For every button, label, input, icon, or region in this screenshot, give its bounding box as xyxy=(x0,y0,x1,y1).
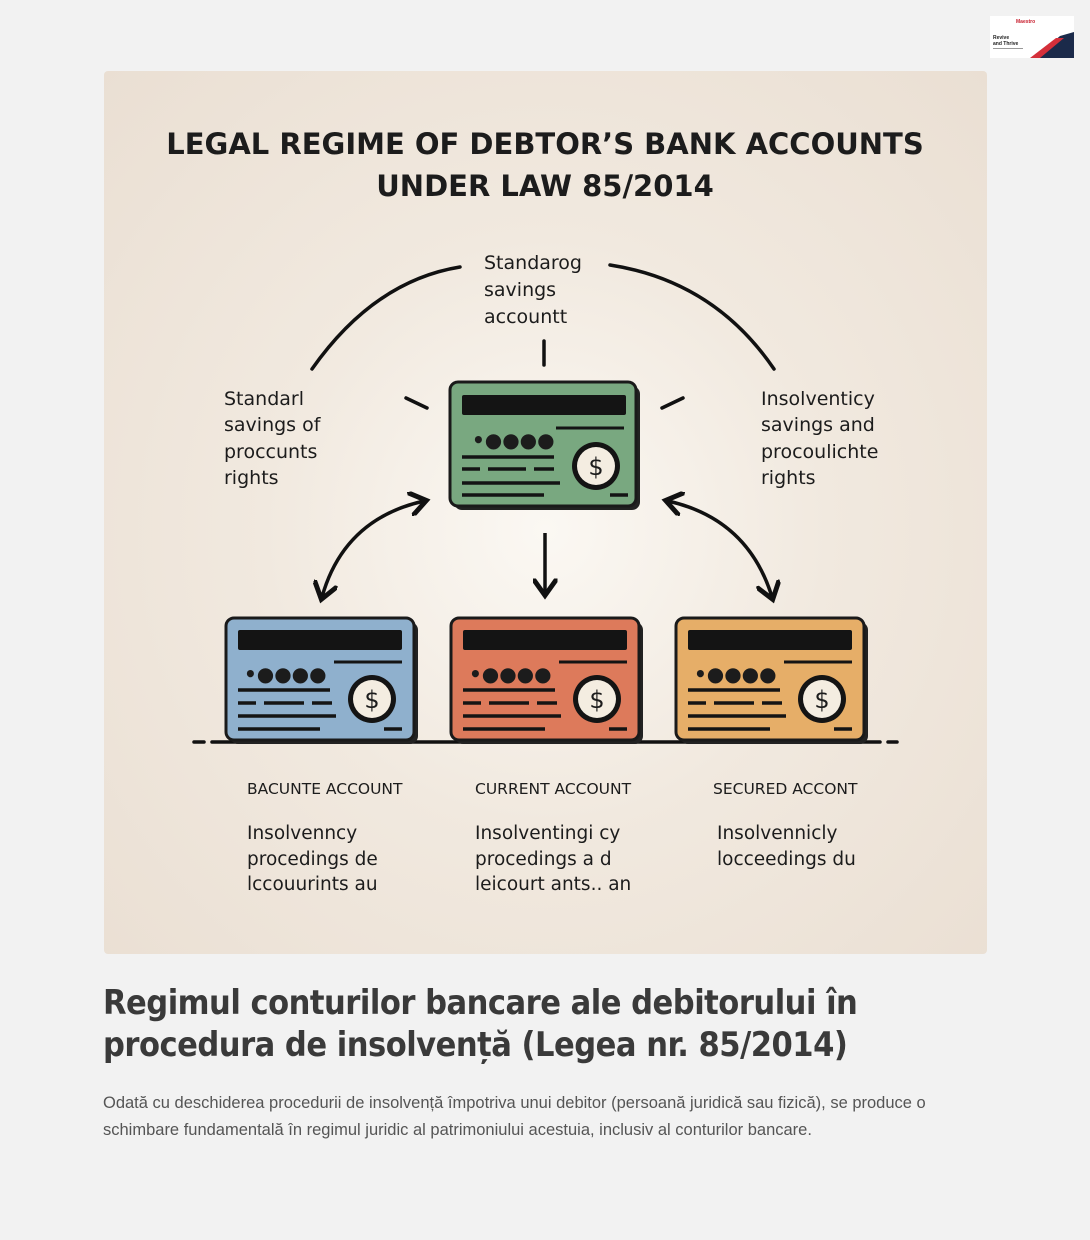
svg-text:$: $ xyxy=(589,686,604,714)
infographic-title-line1: LEGAL REGIME OF DEBTOR’S BANK ACCOUNTS xyxy=(166,127,923,161)
dollar-coin-icon: $ xyxy=(348,675,396,723)
account-card-3: •●●●● $ xyxy=(674,616,868,744)
arrow-left-double xyxy=(322,501,424,597)
card-number-dots: •●●●● xyxy=(469,662,552,686)
svg-text:$: $ xyxy=(364,686,379,714)
infographic-image: LEGAL REGIME OF DEBTOR’S BANK ACCOUNTS U… xyxy=(104,71,987,954)
site-logo[interactable]: Maestro Revive and Thrive xyxy=(990,16,1074,58)
right-label: Insolventicy savings and procoulichte ri… xyxy=(761,388,884,489)
card-number-dots: •●●●● xyxy=(694,662,777,686)
account-name-2: CURRENT ACCOUNT xyxy=(475,780,632,798)
svg-text:$: $ xyxy=(588,453,603,481)
svg-text:$: $ xyxy=(814,686,829,714)
account-desc-3: Insolvennicly locceedings du xyxy=(717,823,856,870)
account-card-2: •●●●● $ xyxy=(449,616,643,744)
logo-chevron-icon xyxy=(1030,32,1074,58)
center-account-card: •●●●● $ xyxy=(448,380,640,510)
arc-left xyxy=(310,265,462,371)
logo-brand-text: Maestro xyxy=(1016,19,1036,25)
left-label: Standarl savings of proccunts rights xyxy=(224,388,326,489)
account-name-3: SECURED ACCONT xyxy=(713,780,858,798)
infographic-title-line2: UNDER LAW 85/2014 xyxy=(376,169,714,203)
account-desc-2: Insolventingi cy procedings a d leicourt… xyxy=(475,823,631,895)
infographic-svg: LEGAL REGIME OF DEBTOR’S BANK ACCOUNTS U… xyxy=(166,127,923,895)
bottom-account-cards: •●●●● $ •●●●● $ •●●●● $ xyxy=(224,616,868,744)
top-label: Standarog savings accountt xyxy=(484,252,588,328)
logo-tagline-2: and Thrive xyxy=(993,41,1019,47)
account-desc-1: Insolvenncy procedings de lccouurints au xyxy=(247,823,384,895)
dollar-coin-icon: $ xyxy=(798,675,846,723)
account-card-1: •●●●● $ xyxy=(224,616,418,744)
card-number-dots: •●●●● xyxy=(244,662,327,686)
article-intro: Odată cu deschiderea procedurii de insol… xyxy=(103,1094,926,1139)
card-number-dots: •●●●● xyxy=(472,428,555,452)
account-name-1: BACUNTE ACCOUNT xyxy=(247,780,403,798)
arc-right xyxy=(608,263,776,371)
logo-tagline-1: Revive xyxy=(993,35,1010,41)
dollar-coin-icon: $ xyxy=(573,675,621,723)
logo-rule xyxy=(993,48,1023,49)
article-title: Regimul conturilor bancare ale debitorul… xyxy=(103,983,858,1065)
arrow-right-double xyxy=(668,501,772,597)
